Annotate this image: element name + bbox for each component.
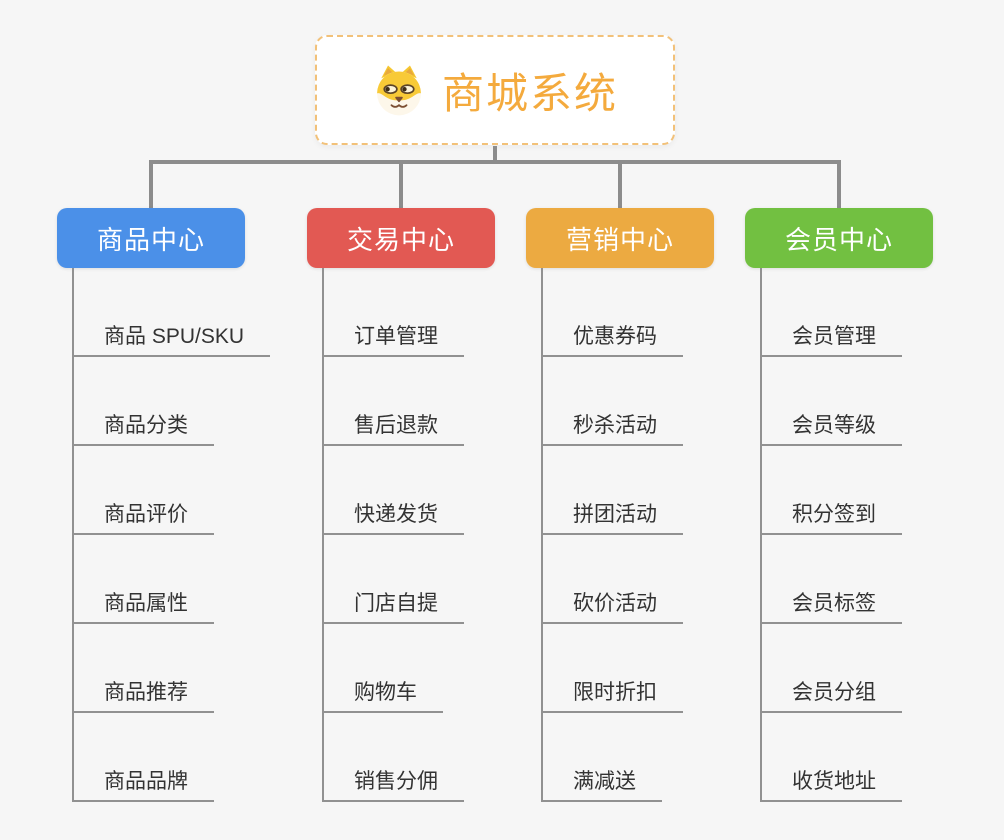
leaf-node[interactable]: 门店自提: [324, 587, 464, 624]
leaf-node[interactable]: 商品分类: [74, 409, 214, 446]
branch-column-product: 商品中心 商品 SPU/SKU 商品分类 商品评价 商品属性 商品推荐 商品品牌: [57, 208, 271, 802]
connector-drop-product: [149, 160, 153, 208]
leaf-node[interactable]: 秒杀活动: [543, 409, 683, 446]
connector-drop-member: [837, 160, 841, 208]
connector-drop-trade: [399, 160, 403, 208]
leaf-node[interactable]: 商品评价: [74, 498, 214, 535]
leaf-node[interactable]: 会员等级: [762, 409, 902, 446]
leaf-node[interactable]: 销售分佣: [324, 765, 464, 802]
root-node[interactable]: 商城系统: [315, 35, 675, 145]
leaf-node[interactable]: 限时折扣: [543, 676, 683, 713]
leaf-node[interactable]: 会员标签: [762, 587, 902, 624]
branch-node-member-center[interactable]: 会员中心: [745, 208, 933, 268]
leaf-node[interactable]: 快递发货: [324, 498, 464, 535]
leaf-node[interactable]: 拼团活动: [543, 498, 683, 535]
branch-spine-trade: 订单管理 售后退款 快递发货 门店自提 购物车 销售分佣: [322, 268, 495, 802]
branch-column-trade: 交易中心 订单管理 售后退款 快递发货 门店自提 购物车 销售分佣: [307, 208, 495, 802]
connector-root-stub: [493, 146, 497, 164]
leaf-node[interactable]: 商品 SPU/SKU: [74, 320, 271, 357]
root-title: 商城系统: [441, 69, 618, 117]
leaf-node[interactable]: 购物车: [324, 676, 443, 713]
leaf-node[interactable]: 会员管理: [762, 320, 902, 357]
leaf-node[interactable]: 会员分组: [762, 676, 902, 713]
leaf-node[interactable]: 商品属性: [74, 587, 214, 624]
branch-spine-member: 会员管理 会员等级 积分签到 会员标签 会员分组 收货地址: [760, 268, 933, 802]
leaf-node[interactable]: 商品品牌: [74, 765, 214, 802]
branch-column-member: 会员中心 会员管理 会员等级 积分签到 会员标签 会员分组 收货地址: [745, 208, 933, 802]
branch-node-trade-center[interactable]: 交易中心: [307, 208, 495, 268]
connector-horizontal: [149, 160, 841, 164]
branch-spine-product: 商品 SPU/SKU 商品分类 商品评价 商品属性 商品推荐 商品品牌: [72, 268, 271, 802]
branch-column-marketing: 营销中心 优惠券码 秒杀活动 拼团活动 砍价活动 限时折扣 满减送: [526, 208, 714, 802]
leaf-node[interactable]: 商品推荐: [74, 676, 214, 713]
leaf-node[interactable]: 优惠券码: [543, 320, 683, 357]
leaf-node[interactable]: 积分签到: [762, 498, 902, 535]
leaf-node[interactable]: 收货地址: [762, 765, 902, 802]
leaf-node[interactable]: 售后退款: [324, 409, 464, 446]
branch-node-marketing-center[interactable]: 营销中心: [526, 208, 714, 268]
connector-drop-marketing: [618, 160, 622, 208]
leaf-node[interactable]: 砍价活动: [543, 587, 683, 624]
leaf-node[interactable]: 满减送: [543, 765, 662, 802]
dog-face-icon: [377, 65, 421, 116]
branch-spine-marketing: 优惠券码 秒杀活动 拼团活动 砍价活动 限时折扣 满减送: [541, 268, 714, 802]
branch-node-product-center[interactable]: 商品中心: [57, 208, 245, 268]
leaf-node[interactable]: 订单管理: [324, 320, 464, 357]
